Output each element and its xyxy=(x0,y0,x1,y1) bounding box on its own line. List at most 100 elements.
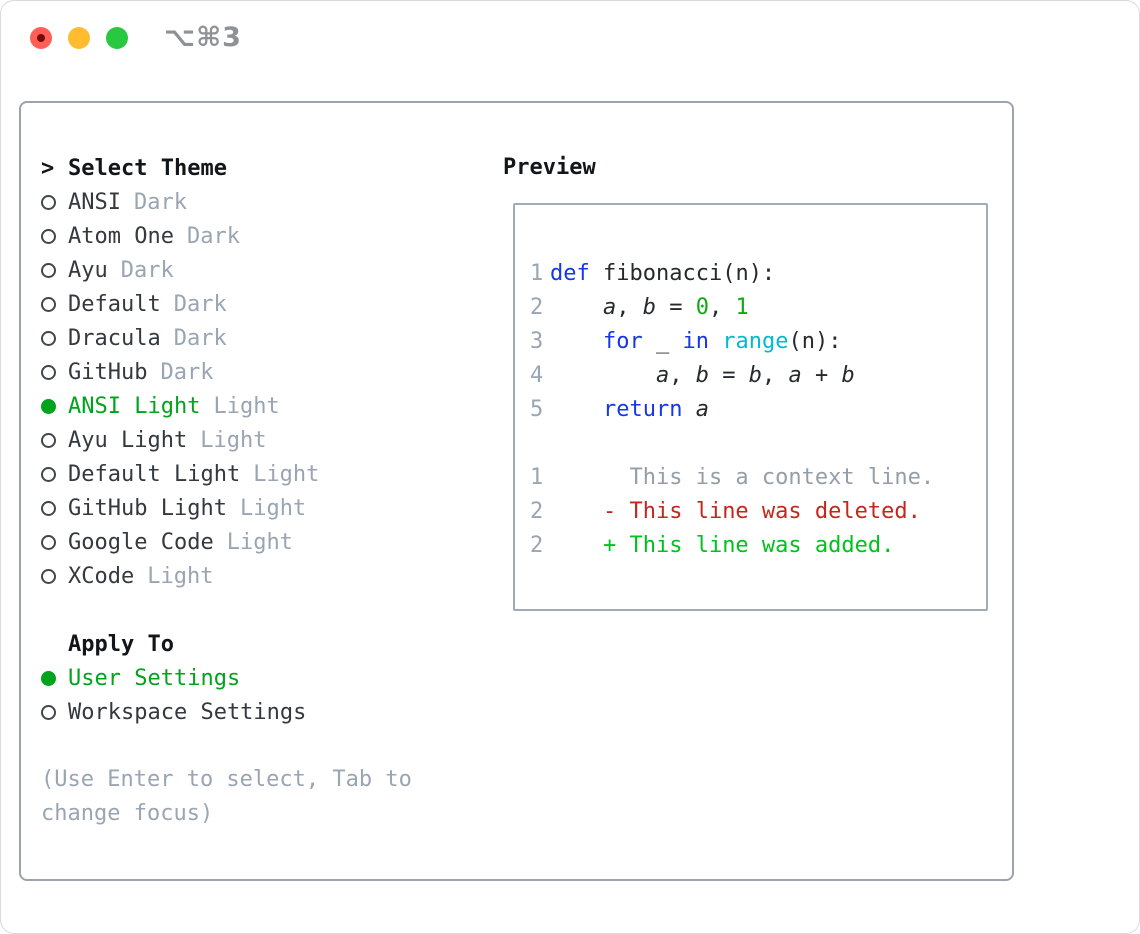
apply-option-label: User Settings xyxy=(68,665,241,691)
code-line: 2 - This line was deleted. xyxy=(530,494,980,528)
theme-variant: Dark xyxy=(120,257,174,283)
title-bar: ⌥⌘3 xyxy=(1,1,1139,75)
theme-name: Ayu Light xyxy=(68,427,188,453)
theme-variant: Light xyxy=(147,563,214,589)
code-token xyxy=(550,329,603,354)
code-text: This is a context line. xyxy=(550,465,934,490)
code-token: a xyxy=(788,362,802,388)
code-token: , xyxy=(616,294,643,320)
code-text: + This line was added. xyxy=(550,533,894,558)
radio-unselected-icon xyxy=(41,500,56,516)
theme-name: Default xyxy=(68,291,161,317)
radio-selected-icon xyxy=(41,398,56,414)
theme-name: XCode xyxy=(68,563,135,589)
code-token: b xyxy=(642,294,656,320)
theme-option-ansi[interactable]: ANSI Dark xyxy=(41,185,491,219)
window-title: ⌥⌘3 xyxy=(164,22,242,53)
zoom-button[interactable] xyxy=(106,27,128,49)
theme-variant: Light xyxy=(239,495,307,521)
code-text: a, b = b, a + b xyxy=(550,363,855,388)
theme-option-default[interactable]: Default Dark xyxy=(41,287,491,321)
theme-option-ayu-light[interactable]: Ayu Light Light xyxy=(41,423,491,457)
radio-unselected-icon xyxy=(41,534,56,550)
theme-name: Dracula xyxy=(68,325,161,351)
theme-option-ayu[interactable]: Ayu Dark xyxy=(41,253,491,287)
code-token: return xyxy=(602,396,683,422)
code-token: def xyxy=(550,260,590,286)
radio-unselected-icon xyxy=(41,194,56,210)
theme-variant: Dark xyxy=(186,223,240,249)
theme-variant: Light xyxy=(226,529,293,555)
code-token: + This line was added. xyxy=(602,532,895,558)
apply-to-title: Apply To xyxy=(68,631,174,657)
code-line: 1 This is a context line. xyxy=(530,460,980,494)
code-token xyxy=(550,499,603,524)
theme-option-google-code[interactable]: Google Code Light xyxy=(41,525,491,559)
radio-unselected-icon xyxy=(41,466,56,482)
code-text: return a xyxy=(550,397,709,422)
theme-name: Ayu xyxy=(68,257,108,283)
code-token: - This line was deleted. xyxy=(602,498,921,524)
theme-variant: Dark xyxy=(173,325,227,351)
keyboard-hint-line-2: change focus) xyxy=(41,801,214,826)
code-token: a xyxy=(602,294,617,320)
code-token: _ xyxy=(642,328,683,354)
theme-variant: Dark xyxy=(133,189,187,215)
line-number: 2 xyxy=(530,532,544,558)
code-token: range xyxy=(722,328,789,354)
radio-selected-icon xyxy=(41,670,56,686)
code-line xyxy=(530,426,980,460)
theme-name: Google Code xyxy=(68,529,214,555)
prompt-cursor-icon: > xyxy=(41,155,55,181)
theme-name: ANSI xyxy=(68,189,121,215)
line-number: 2 xyxy=(530,498,544,524)
code-text: for _ in range(n): xyxy=(550,329,841,354)
code-token: , xyxy=(708,294,736,320)
line-number: 4 xyxy=(530,362,544,388)
theme-variant: Light xyxy=(213,393,280,419)
theme-name: ANSI Light xyxy=(68,393,201,419)
code-token: a xyxy=(695,396,709,422)
code-token: , xyxy=(761,362,789,388)
code-token: b xyxy=(841,362,855,388)
code-token xyxy=(709,329,722,354)
theme-name: Atom One xyxy=(68,223,174,249)
line-number: 1 xyxy=(530,260,544,286)
code-token xyxy=(550,533,603,558)
code-token: b xyxy=(695,362,709,388)
close-button[interactable] xyxy=(30,27,52,49)
select-theme-title: Select Theme xyxy=(68,155,227,181)
apply-option-workspace-settings[interactable]: Workspace Settings xyxy=(41,695,491,729)
code-token: fibonacci(n): xyxy=(589,260,776,286)
radio-unselected-icon xyxy=(41,296,56,312)
code-token xyxy=(550,295,603,320)
minimize-button[interactable] xyxy=(68,27,90,49)
theme-option-atom-one[interactable]: Atom One Dark xyxy=(41,219,491,253)
code-text: def fibonacci(n): xyxy=(550,261,775,286)
theme-variant: Dark xyxy=(173,291,227,317)
theme-variant: Dark xyxy=(160,359,214,385)
radio-unselected-icon xyxy=(41,364,56,380)
code-line: 3 for _ in range(n): xyxy=(530,324,980,358)
theme-variant: Light xyxy=(200,427,267,453)
spacer xyxy=(41,593,491,627)
theme-option-ansi-light[interactable]: ANSI Light Light xyxy=(41,389,491,423)
theme-option-xcode[interactable]: XCode Light xyxy=(41,559,491,593)
code-token: for xyxy=(602,328,643,354)
theme-option-dracula[interactable]: Dracula Dark xyxy=(41,321,491,355)
apply-option-user-settings[interactable]: User Settings xyxy=(41,661,491,695)
keyboard-hint-line-1: (Use Enter to select, Tab to xyxy=(41,767,412,792)
radio-unselected-icon xyxy=(41,228,56,244)
code-token: = xyxy=(708,362,749,388)
line-number: 2 xyxy=(530,294,544,320)
